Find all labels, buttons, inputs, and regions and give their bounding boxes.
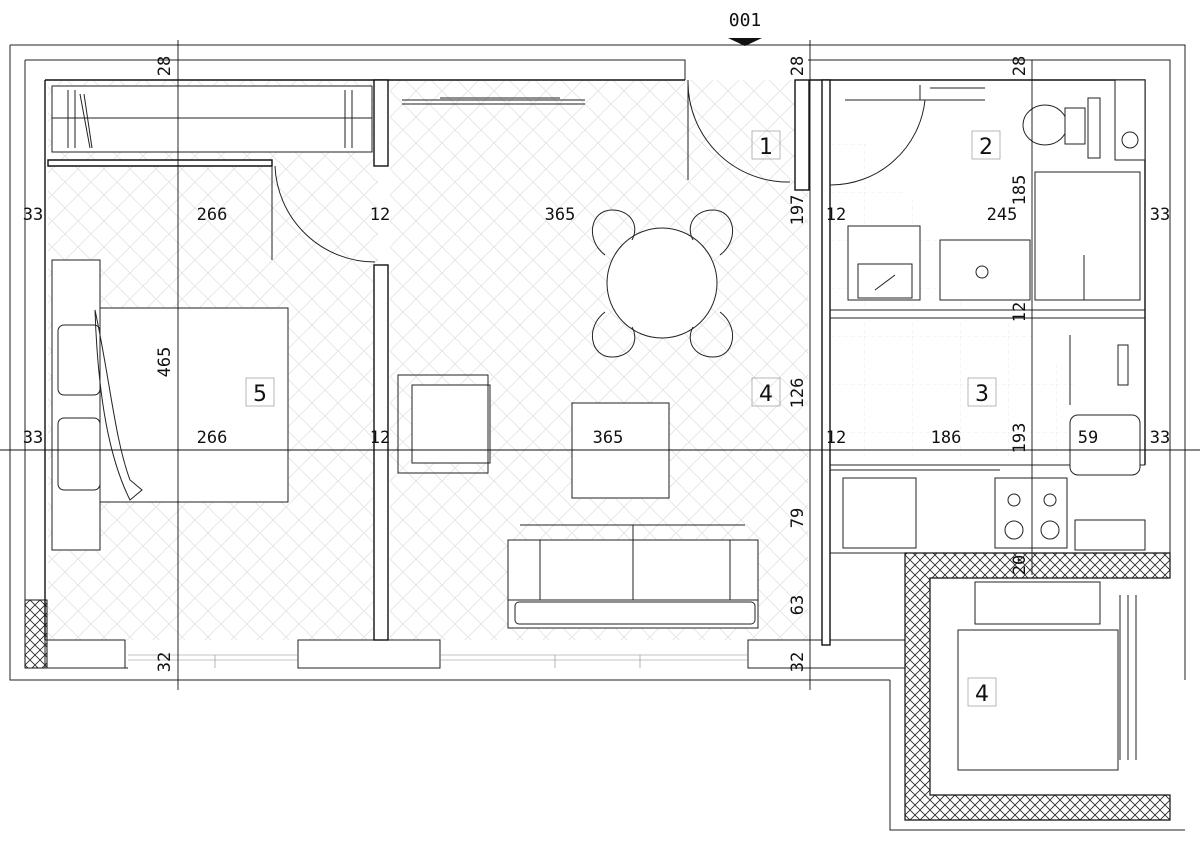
dim-partition-lower: 12 [370,428,390,448]
dimension-lines [0,40,1200,690]
dimension-labels: 28 28 28 33 266 12 365 197 12 245 185 33… [23,56,1170,672]
dim-bath-depth: 185 [1010,175,1030,206]
bedroom-door [271,165,376,263]
room-number-kitchen: 3 [975,382,989,407]
room-tags: 1 2 3 4 5 4 [245,130,1001,707]
room-number-living: 4 [759,382,773,407]
interior-partitions [47,79,1145,646]
dim-top-right: 28 [1010,56,1030,76]
dim-window-depth: 63 [788,595,808,615]
dim-right-upper: 33 [1150,205,1170,225]
entrance-door [687,80,791,183]
section-marker: 001 [728,10,762,46]
section-marker-label: 001 [729,10,762,31]
dim-bath-partition-left: 12 [826,205,846,225]
room-number-hall: 1 [759,135,773,160]
dim-bath-partition-bottom: 12 [1010,302,1030,322]
bedroom-furniture [51,85,373,551]
dim-living-width-lower: 365 [593,428,624,448]
dim-right-lower: 33 [1150,428,1170,448]
dim-bottom-left: 32 [155,652,175,672]
dim-top-left: 28 [155,56,175,76]
dim-bottom-right: 32 [788,652,808,672]
dim-kitchen-partition: 12 [826,428,846,448]
dim-living-lower-depth: 79 [788,508,808,528]
dim-loggia-wall: 20 [1010,555,1030,575]
room-number-bedroom: 5 [253,382,267,407]
dim-top-mid: 28 [788,56,808,76]
dim-bedroom-width-upper: 266 [197,205,228,225]
room-number-loggia: 4 [975,682,989,707]
dim-hall-depth: 197 [788,195,808,226]
loggia [889,552,1185,831]
dim-kitchen-counter: 59 [1078,428,1098,448]
dim-bedroom-width-lower: 266 [197,428,228,448]
dim-bedroom-depth: 465 [155,347,175,378]
dim-bath-width: 245 [987,205,1018,225]
dim-living-width-upper: 365 [545,205,576,225]
dim-living-mid-depth: 126 [788,378,808,409]
dim-kitchen-depth: 193 [1010,423,1030,454]
dim-kitchen-width: 186 [931,428,962,448]
room-number-bathroom: 2 [979,135,993,160]
dim-left-upper: 33 [23,205,43,225]
kitchen-fixtures [830,335,1146,554]
dim-left-lower: 33 [23,428,43,448]
bathroom-fixtures [829,79,1146,301]
dim-partition-upper: 12 [370,205,390,225]
section-arrow-icon [728,38,762,46]
